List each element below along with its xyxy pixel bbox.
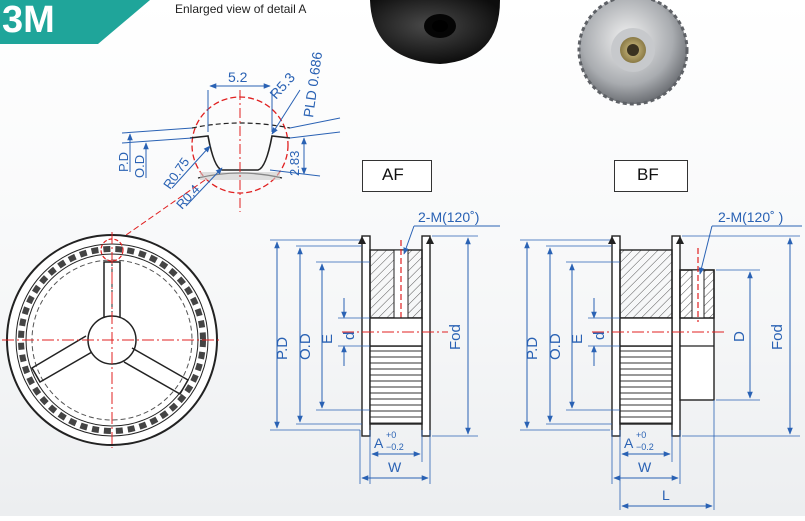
af-dim-a: A (374, 435, 384, 451)
detail-dim-od: O.D (132, 155, 147, 178)
bf-label-box (614, 160, 688, 192)
af-label: AF (382, 165, 404, 184)
bf-dim-pd: P.D (524, 337, 541, 360)
pulley-photo-black (370, 0, 500, 64)
bf-dim-a-tol-top: +0 (636, 430, 646, 440)
bf-dim-big-d: D (731, 331, 748, 342)
detail-a-view: 5.2 R5.3 PLD 0.686 2.83 P.D O.D R0.75 R0… (116, 50, 341, 212)
detail-dim-r5-3: R5.3 (266, 69, 298, 102)
af-screw-label: 2-M(120˚) (418, 209, 479, 225)
af-dim-w: W (388, 459, 402, 475)
af-dim-fod: Fod (447, 324, 464, 350)
pulley-front-view (2, 232, 222, 448)
bf-label: BF (637, 165, 659, 184)
pulley-photo-silver (577, 0, 689, 106)
bf-dim-od: O.D (547, 333, 564, 360)
detail-dim-r0-4: R0.4 (173, 182, 203, 212)
af-dim-pd: P.D (274, 337, 291, 360)
af-dim-a-tol-bot: −0.2 (386, 442, 404, 452)
af-label-box (362, 160, 432, 192)
series-badge: 3M (0, 0, 150, 44)
series-badge-text: 3M (2, 0, 55, 41)
af-dim-od: O.D (297, 333, 314, 360)
bf-screw-label: 2-M(120˚ ) (718, 209, 783, 225)
bf-dim-l: L (662, 487, 670, 503)
af-section-view: P.D O.D E d Fod 2-M(120˚) A +0 −0.2 W (270, 209, 500, 484)
bf-dim-d: d (591, 332, 608, 340)
detail-dim-2-83: 2.83 (287, 151, 302, 176)
detail-caption: Enlarged view of detail A (175, 2, 307, 16)
bf-dim-a-tol-bot: −0.2 (636, 442, 654, 452)
detail-leader-line (115, 179, 206, 243)
bf-dim-w: W (638, 459, 652, 475)
af-dim-a-tol-top: +0 (386, 430, 396, 440)
bf-dim-a: A (624, 435, 634, 451)
bf-section-view: P.D O.D E d D Fod 2-M(120˚ ) A +0 −0. (520, 209, 802, 510)
detail-dim-pd: P.D (116, 152, 131, 172)
af-dim-d: d (341, 332, 358, 340)
detail-dim-5-2: 5.2 (228, 69, 248, 85)
af-dim-e: E (319, 334, 336, 344)
detail-dim-pld: PLD 0.686 (300, 50, 325, 118)
bf-dim-fod: Fod (769, 324, 786, 350)
bf-dim-e: E (569, 334, 586, 344)
